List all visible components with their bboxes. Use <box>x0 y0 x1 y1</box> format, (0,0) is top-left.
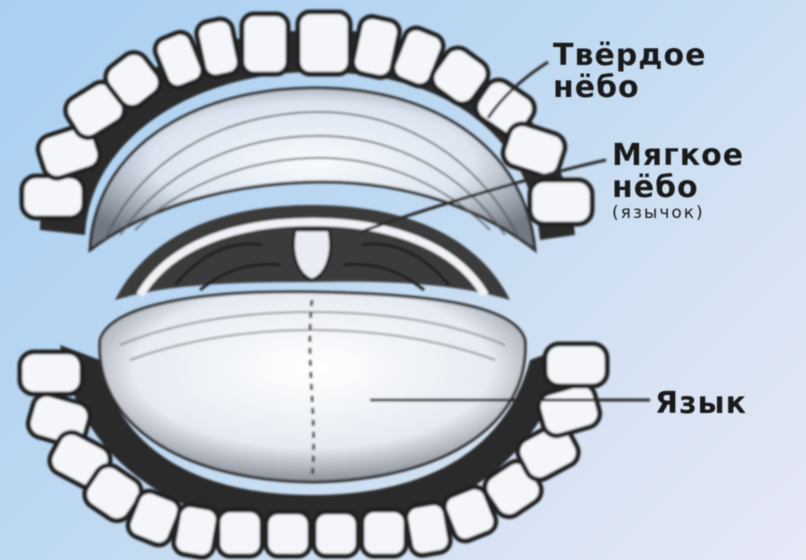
label-soft-palate-line-3: (язычок) <box>612 205 744 223</box>
label-hard-palate-line-1: Твёрдое <box>553 40 706 72</box>
label-soft-palate-line-2: нёбо <box>612 172 744 204</box>
label-soft-palate-line-1: Мягкое <box>612 140 744 172</box>
label-hard-palate: Твёрдое нёбо <box>553 40 706 103</box>
label-tongue-text: Язык <box>655 388 747 420</box>
label-tongue: Язык <box>655 388 747 420</box>
label-soft-palate: Мягкое нёбо (язычок) <box>612 140 744 223</box>
label-hard-palate-line-2: нёбо <box>553 72 706 104</box>
